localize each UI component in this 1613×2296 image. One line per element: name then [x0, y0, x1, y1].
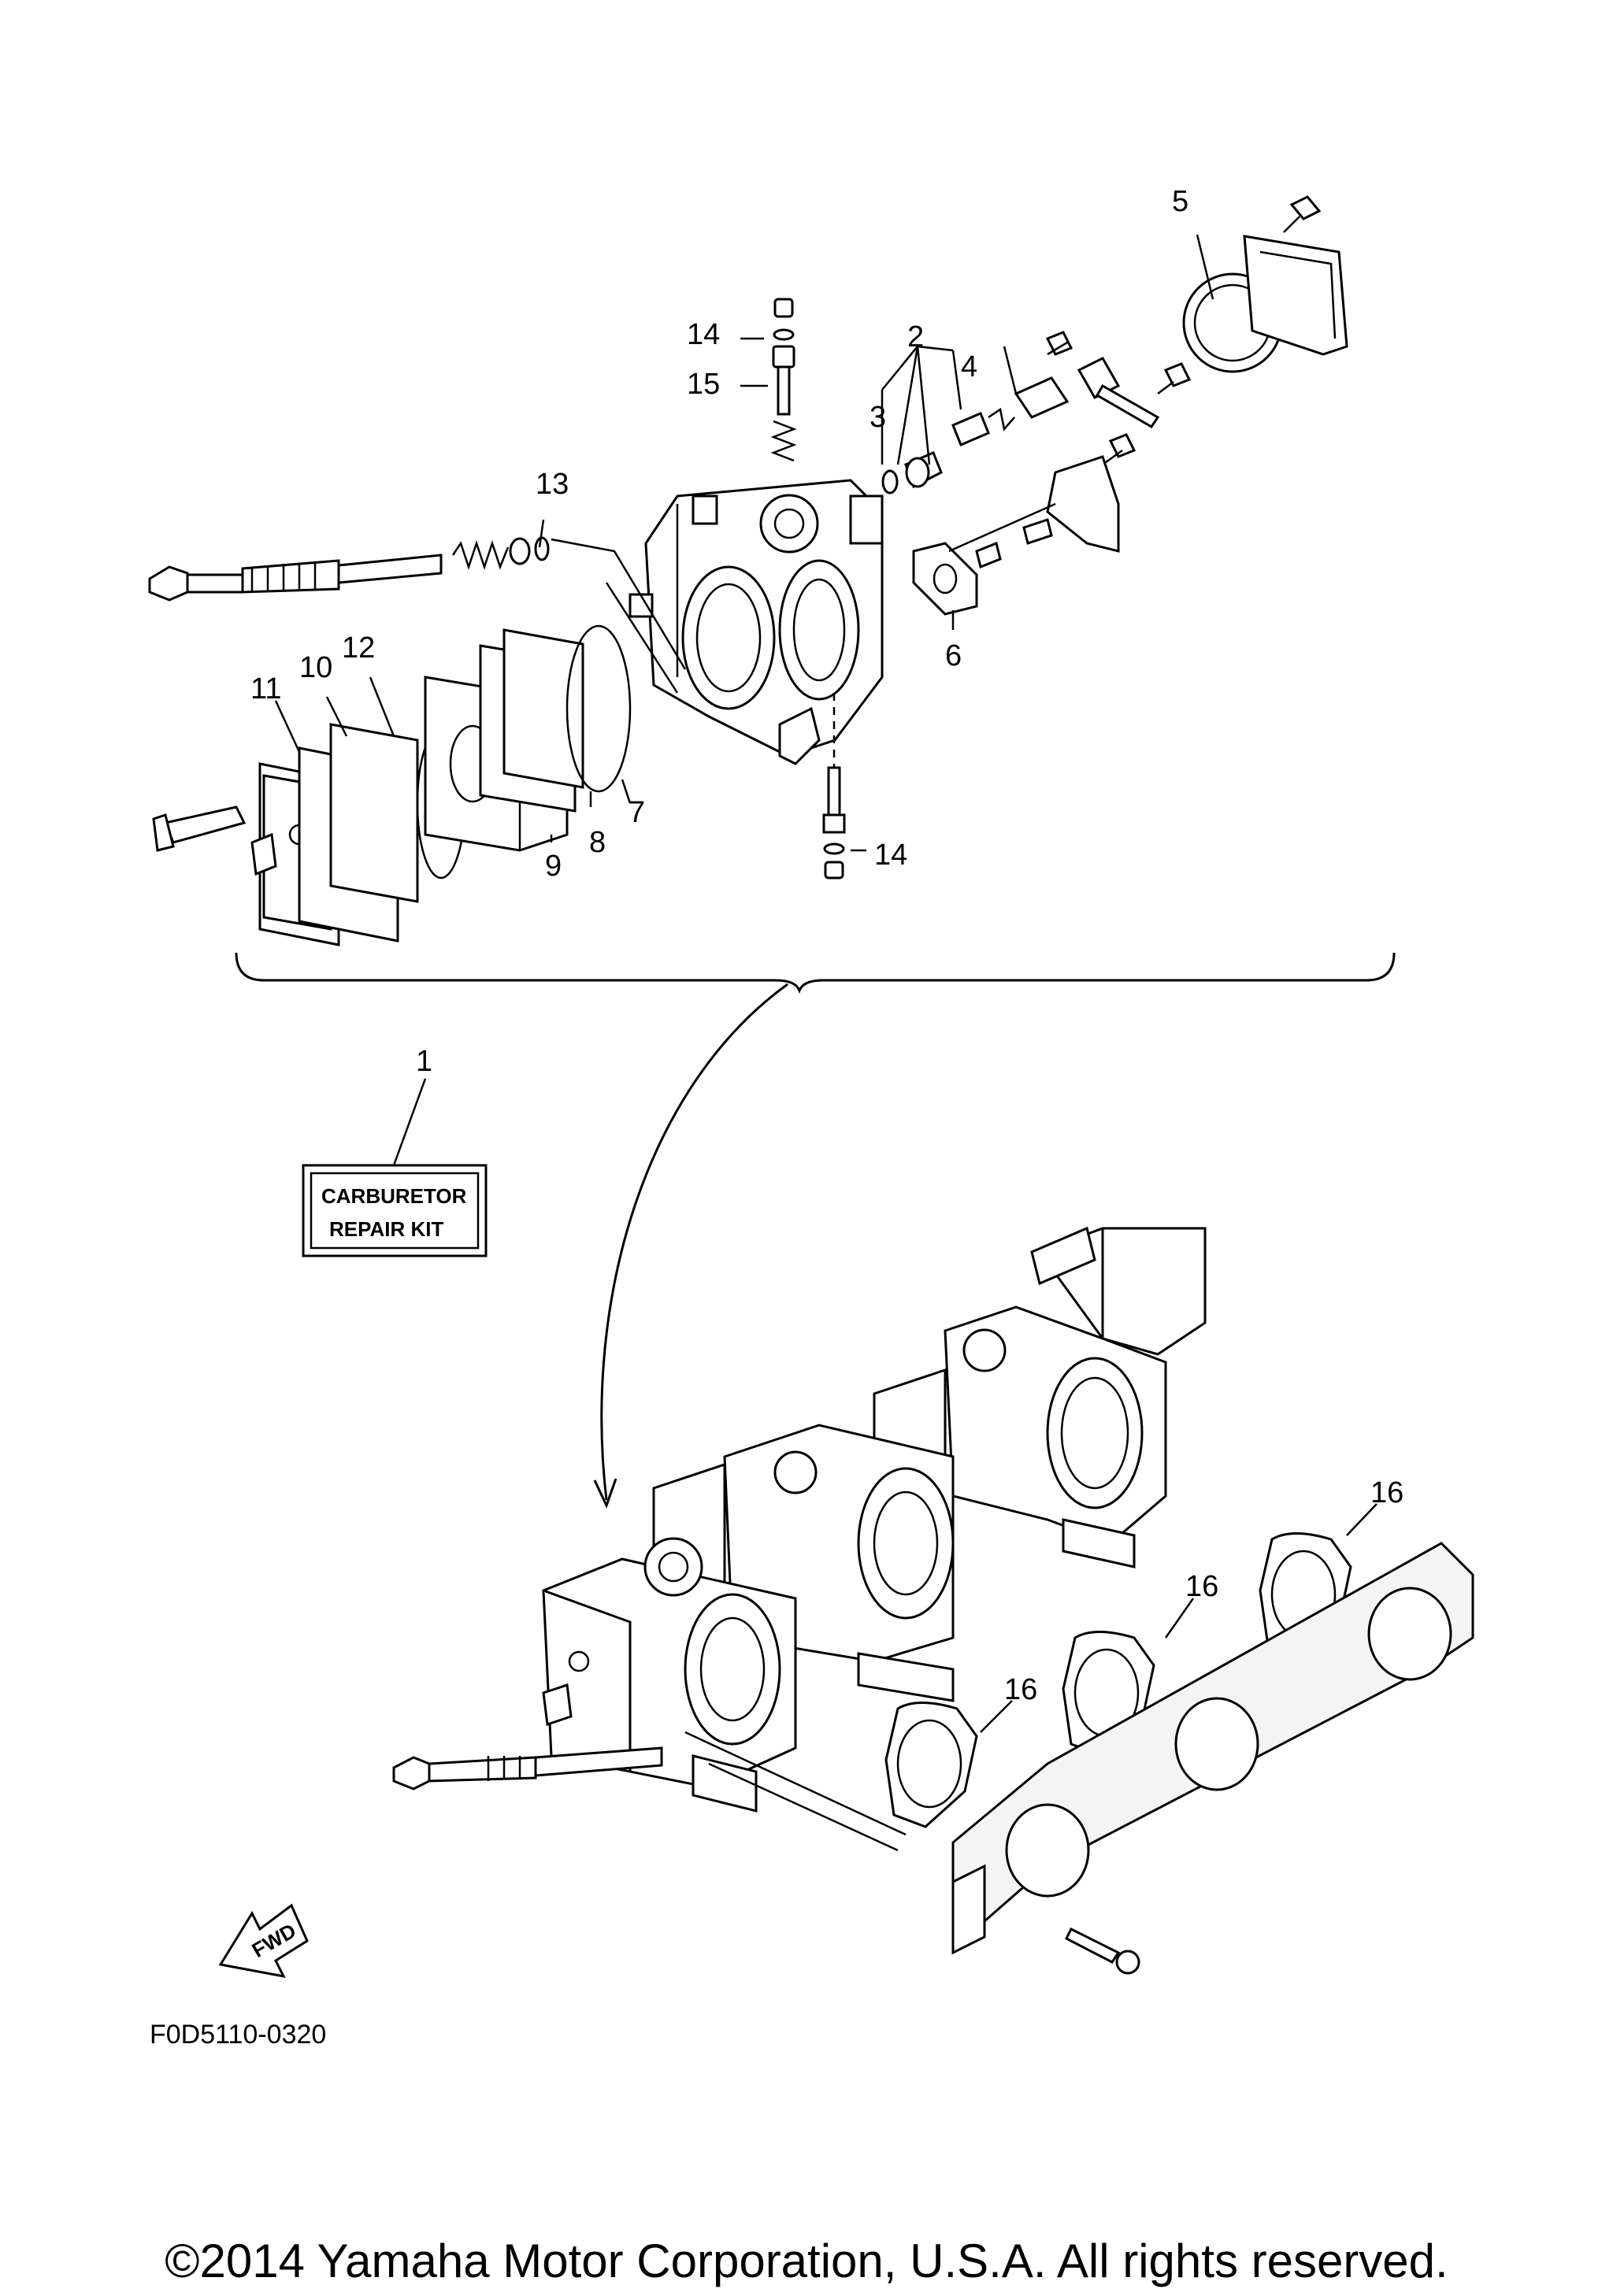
- pump-cover-set: [1014, 195, 1348, 466]
- callout-9: 9: [545, 850, 562, 883]
- kit-label-line1: CARBURETOR: [321, 1184, 467, 1208]
- fwd-label: FWD: [248, 1919, 300, 1963]
- callout-5: 5: [1172, 185, 1188, 218]
- pilot-screw-set: [881, 407, 1015, 494]
- callout-10: 10: [299, 651, 332, 684]
- callout-16-right: 16: [1370, 1476, 1403, 1509]
- repair-kit-label: 1 CARBURETOR REPAIR KIT: [302, 1045, 488, 1257]
- callout-1: 1: [416, 1045, 432, 1078]
- leader-lines-upper: [274, 234, 1214, 852]
- callout-7: 7: [629, 796, 645, 829]
- copyright-notice: ©2014 Yamaha Motor Corporation, U.S.A. A…: [165, 2235, 1448, 2287]
- callout-15: 15: [687, 368, 720, 401]
- callout-13: 13: [536, 468, 569, 501]
- callout-2: 2: [907, 320, 924, 354]
- assembly-arrowhead: [593, 1478, 617, 1509]
- assembly-view: 16 16 16: [392, 1226, 1474, 1975]
- exploded-view: 5 14 15 2 4 3 13 6 12 10 11 7 8 9 14: [148, 185, 1348, 946]
- figure-code: F0D5110-0320: [150, 2020, 326, 2050]
- callout-14-top: 14: [687, 318, 720, 351]
- callout-6: 6: [945, 639, 962, 672]
- callout-12: 12: [342, 631, 375, 665]
- assembly-arrow: [600, 983, 788, 1501]
- callout-16-left: 16: [1004, 1673, 1037, 1706]
- main-jet-set: [770, 298, 846, 880]
- callout-16-middle: 16: [1185, 1570, 1218, 1603]
- callout-14-bottom: 14: [874, 839, 907, 872]
- group-brace: [235, 952, 1396, 994]
- diaphragm-cover-stack: [152, 624, 632, 946]
- callout-3: 3: [870, 401, 886, 434]
- callout-11: 11: [250, 672, 281, 705]
- callout-8: 8: [589, 826, 606, 859]
- carburetor-body: [629, 479, 884, 765]
- fitting-and-gasket: [912, 455, 1120, 616]
- callout-4: 4: [961, 350, 977, 383]
- throttle-shaft: [148, 536, 550, 602]
- kit-label-line2: REPAIR KIT: [329, 1217, 444, 1241]
- fwd-direction-indicator: FWD: [218, 1903, 309, 1979]
